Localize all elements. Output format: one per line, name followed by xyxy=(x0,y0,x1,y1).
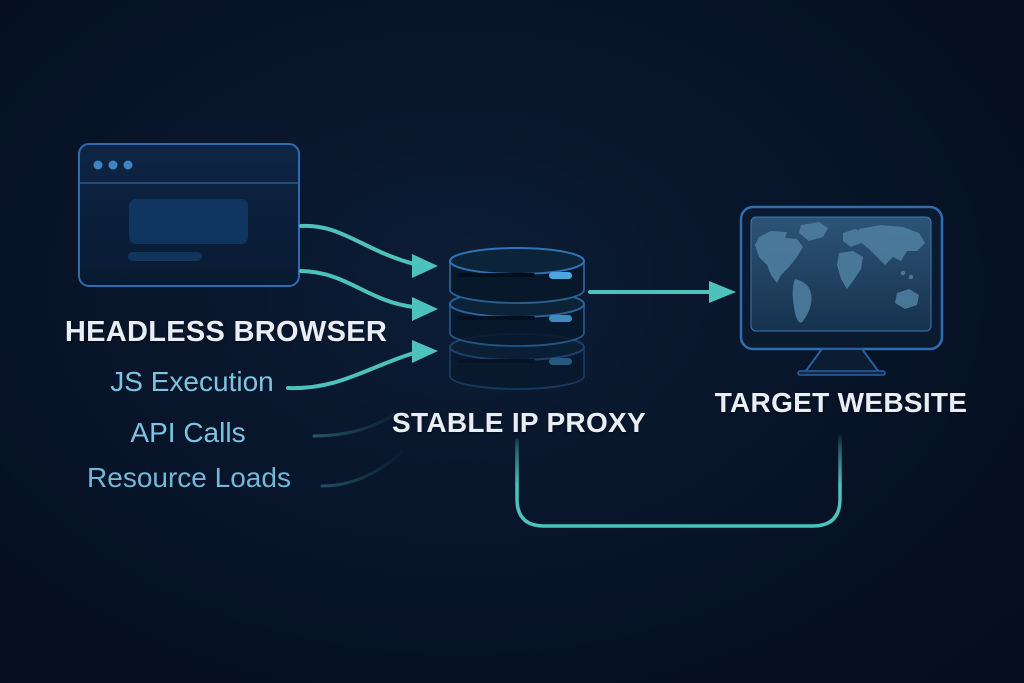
database-segment-top xyxy=(449,247,585,304)
arrowhead-icon xyxy=(412,254,438,278)
headless-browser-label: HEADLESS BROWSER xyxy=(64,316,388,348)
arrowhead-icon xyxy=(709,281,736,303)
browser-content-bar xyxy=(128,252,202,261)
browser-window-icon xyxy=(78,143,300,287)
resource-loads-connector-line xyxy=(320,450,404,488)
feature-api-calls-label: API Calls xyxy=(130,417,246,448)
monitor-world-map-icon xyxy=(739,205,944,376)
browser-to-proxy-arrow-2 xyxy=(299,269,416,309)
target-website-label: TARGET WEBSITE xyxy=(714,387,968,418)
feature-js-execution-label: JS Execution xyxy=(110,366,274,397)
browser-content-block xyxy=(129,199,248,244)
world-map xyxy=(755,222,925,323)
monitor-base xyxy=(797,370,886,376)
feature-resource-loads-label: Resource Loads xyxy=(87,462,291,493)
browser-to-proxy-arrow-1 xyxy=(299,223,416,266)
window-dots-icon xyxy=(93,160,133,170)
database-stack-icon xyxy=(449,247,585,390)
arrowhead-icon xyxy=(412,297,438,321)
proxy-return-path-line xyxy=(515,434,842,528)
arrowhead-icon xyxy=(412,340,438,363)
js-execution-to-proxy-arrow xyxy=(286,351,416,391)
flow-arrows xyxy=(286,223,842,528)
api-calls-connector-line xyxy=(312,412,398,438)
monitor-stand xyxy=(803,348,881,373)
stable-ip-proxy-label: STABLE IP PROXY xyxy=(392,407,646,438)
